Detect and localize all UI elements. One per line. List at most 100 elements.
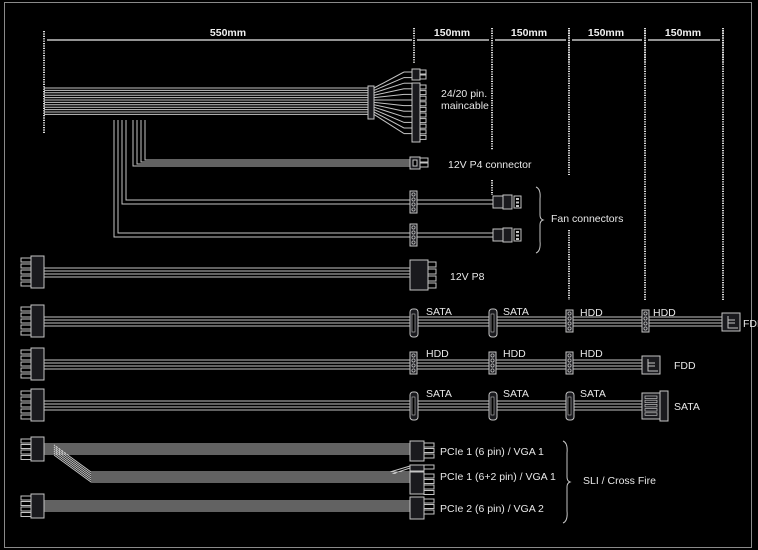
- label-p8: 12V P8: [450, 271, 485, 283]
- connector-pin: [20, 355, 32, 361]
- molex-pin: [567, 321, 572, 326]
- connector-pin: [419, 84, 427, 90]
- fan-pin: [516, 231, 519, 233]
- label-r1-4: FDD: [743, 318, 758, 330]
- main-cable-fanout-wire: [373, 111, 405, 129]
- dim-label-150-4: 150mm: [665, 27, 701, 39]
- molex-pin: [567, 358, 572, 363]
- pcie2-psu-connector: [30, 493, 45, 519]
- molex-pin: [490, 368, 495, 373]
- dim-label-550: 550mm: [210, 27, 246, 39]
- connector-pin: [419, 118, 427, 124]
- main-cable-fanout-wire: [373, 82, 405, 94]
- molex-pin: [567, 353, 572, 358]
- diagram-frame-right-edge: [751, 2, 752, 548]
- sata-slot: [490, 396, 495, 416]
- row2-psu-connector: [30, 347, 45, 381]
- connector-pin: [419, 123, 427, 129]
- row2-fdd-connector: [641, 355, 661, 375]
- main-cable-fanout-wire: [373, 106, 405, 118]
- label-main-2: maincable: [441, 100, 489, 112]
- sata-pin: [644, 412, 658, 416]
- main-cable-fanout-wire: [373, 113, 405, 135]
- p8-connector: [409, 259, 429, 291]
- connector-pin: [20, 257, 32, 263]
- connector-pin: [20, 506, 32, 512]
- dim-label-150-1: 150mm: [434, 27, 470, 39]
- pcie1-psu-connector: [30, 436, 45, 462]
- connector-pin: [427, 261, 437, 268]
- molex-pin: [643, 321, 648, 326]
- label-r3-1: SATA: [503, 388, 529, 400]
- connector-pin: [20, 349, 32, 355]
- pcie1b-connector: [409, 471, 425, 495]
- connector-pin: [419, 134, 427, 140]
- molex-pin: [411, 358, 416, 363]
- row1-molex-2: [641, 309, 650, 333]
- sata-pin: [644, 399, 658, 404]
- main-cable-sleeve-clip: [367, 85, 375, 120]
- molex-connector-fan-2: [409, 223, 418, 247]
- pcie1b-wire: [53, 450, 390, 479]
- pcie2-connector: [409, 496, 425, 520]
- connector-pin: [419, 74, 427, 80]
- connector-pin: [20, 324, 32, 330]
- connector-pin: [20, 281, 32, 287]
- label-sli: SLI / Cross Fire: [583, 475, 656, 487]
- sata-slot: [411, 313, 416, 333]
- main-cable-fanout-wire: [373, 101, 405, 107]
- label-pcie2: PCIe 2 (6 pin) / VGA 2: [440, 503, 544, 515]
- label-pcie1b: PCIe 1 (6+2 pin) / VGA 1: [440, 471, 556, 483]
- sata-pin: [644, 404, 658, 408]
- connector-pin: [419, 157, 429, 163]
- sli-brace: [562, 440, 572, 524]
- row1-fdd-connector: [721, 312, 741, 332]
- molex-pin: [411, 225, 416, 230]
- connector-pin: [20, 495, 32, 501]
- pcie-2pin-addon: [409, 464, 425, 472]
- molex-pin: [411, 240, 416, 245]
- molex-connector-fan-1: [409, 190, 418, 214]
- row2-molex-3: [565, 351, 574, 375]
- fdd-glyph: [727, 316, 738, 329]
- pcie1b-wire: [53, 452, 390, 481]
- row2-molex-1: [409, 351, 418, 375]
- label-r2-1: HDD: [503, 348, 526, 360]
- molex-pin: [567, 311, 572, 316]
- molex-pin: [567, 326, 572, 331]
- connector-pin: [423, 453, 435, 459]
- connector-pin: [423, 509, 435, 515]
- connector-pin: [20, 455, 32, 460]
- molex-pin: [411, 363, 416, 368]
- connector-pin: [419, 162, 429, 168]
- label-r1-3: HDD: [653, 307, 676, 319]
- molex-pin: [411, 197, 416, 202]
- molex-pin: [567, 363, 572, 368]
- molex-pin: [411, 207, 416, 212]
- connector-pin: [419, 101, 427, 107]
- fan-connector-body-2: [502, 227, 513, 243]
- dim-label-150-3: 150mm: [588, 27, 624, 39]
- connector-pin: [20, 367, 32, 373]
- fan-pin: [516, 201, 519, 204]
- sata-pin: [644, 395, 658, 399]
- label-r1-1: SATA: [503, 306, 529, 318]
- label-r2-3: FDD: [674, 360, 696, 372]
- connector-pin: [427, 268, 437, 275]
- fan-pin: [516, 234, 519, 237]
- pcie1b-wire: [53, 448, 390, 477]
- connector-pin: [423, 484, 435, 490]
- row3-sata-connector-cap: [659, 390, 669, 422]
- row1-molex-1: [565, 309, 574, 333]
- label-main-1: 24/20 pin.: [441, 88, 487, 100]
- pcie1b-wire: [53, 446, 390, 475]
- diagram-frame: [4, 2, 752, 548]
- dim-label-150-2: 150mm: [511, 27, 547, 39]
- connector-pin: [419, 95, 427, 101]
- row3-psu-connector: [30, 388, 45, 422]
- p4-wire: [140, 120, 410, 163]
- connector-pin: [20, 269, 32, 275]
- label-r2-0: HDD: [426, 348, 449, 360]
- connector-pin: [427, 282, 437, 289]
- connector-pin: [423, 442, 435, 448]
